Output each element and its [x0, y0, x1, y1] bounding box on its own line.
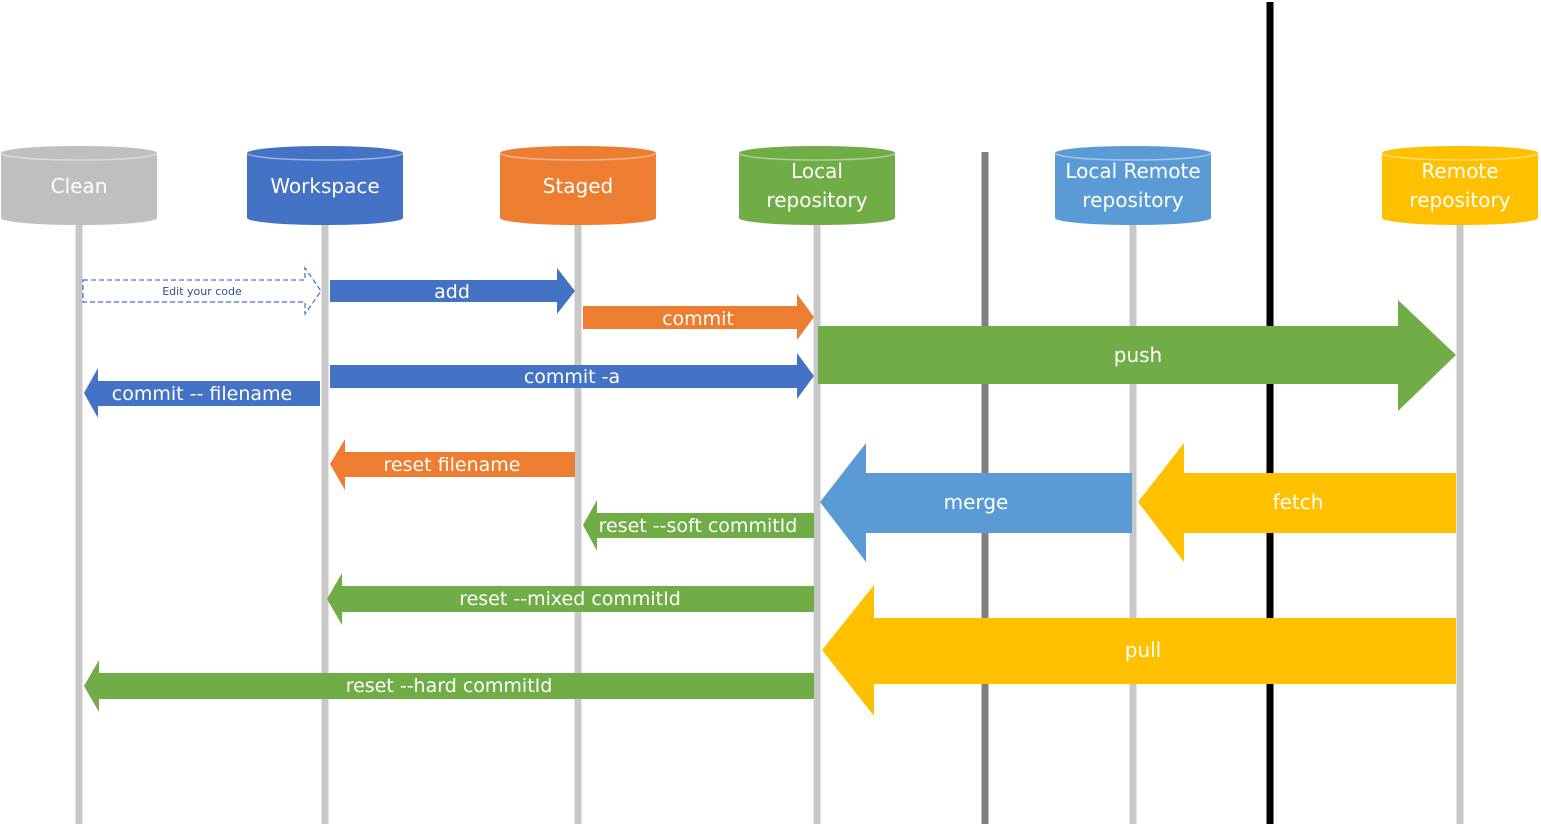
- staged-label: Staged: [543, 174, 614, 198]
- store-clean: Clean: [0, 146, 158, 225]
- local-repository-cylinder: [739, 146, 895, 225]
- fetch-arrow-shape: [1138, 443, 1456, 562]
- workspace-label: Workspace: [270, 174, 379, 198]
- reset-soft-arrow-label: reset --soft commitId: [599, 515, 798, 537]
- reset-filename-arrow-shape: [330, 439, 575, 490]
- commit-arrow-label: commit: [662, 308, 734, 330]
- add-arrow: add: [330, 268, 575, 314]
- lifelines: [75, 2, 1464, 824]
- add-arrow-shape: [330, 268, 575, 314]
- reset-filename-arrow: reset filename: [330, 439, 575, 490]
- store-local-repository: Local repository: [738, 146, 896, 225]
- commit-filename-arrow: commit -- filename: [84, 368, 320, 418]
- pull-arrow: pull: [822, 585, 1456, 716]
- reset-soft-arrow-shape: [583, 500, 814, 551]
- clean-cylinder-rim: [0, 152, 158, 161]
- commit-arrow-shape: [583, 294, 814, 340]
- push-arrow-label: push: [1114, 343, 1162, 367]
- merge-arrow: merge: [820, 443, 1132, 562]
- edit-arrow-shape: [82, 266, 322, 316]
- push-arrow: push: [818, 300, 1456, 411]
- pull-arrow-label: pull: [1125, 638, 1161, 662]
- commit-a-arrow-label: commit -a: [524, 366, 620, 388]
- reset-hard-arrow-label: reset --hard commitId: [346, 675, 553, 697]
- commit-filename-arrow-label: commit -- filename: [112, 383, 292, 405]
- reset-hard-arrow: reset --hard commitId: [84, 660, 814, 712]
- reset-mixed-arrow-label: reset --mixed commitId: [459, 588, 681, 610]
- edit-arrow-label: Edit your code: [162, 285, 242, 298]
- store-staged: Staged: [499, 146, 657, 225]
- remote-repository-cylinder: [1382, 146, 1538, 225]
- local-remote-repository-label-line1: Local Remote: [1065, 159, 1200, 183]
- local-repository-cylinder-rim: [738, 152, 896, 161]
- reset-soft-arrow: reset --soft commitId: [583, 500, 814, 551]
- clean-label: Clean: [51, 174, 108, 198]
- merge-arrow-shape: [820, 443, 1132, 562]
- reset-filename-arrow-label: reset filename: [384, 454, 521, 476]
- commit-a-arrow: commit -a: [330, 353, 814, 399]
- edit-arrow: Edit your code: [82, 266, 322, 316]
- remote-repository-cylinder-rim: [1381, 152, 1539, 161]
- store-local-remote-repository: Local Remote repository: [1054, 146, 1212, 225]
- local-repository-label-line2: repository: [766, 188, 867, 212]
- fetch-arrow-label: fetch: [1273, 490, 1324, 514]
- workspace-cylinder-rim: [246, 152, 404, 161]
- local-remote-repository-cylinder-rim: [1054, 152, 1212, 161]
- workspace-cylinder: [247, 146, 403, 225]
- local-repository-label-line1: Local: [791, 159, 843, 183]
- reset-mixed-arrow-shape: [327, 573, 814, 625]
- local-remote-repository-label-line2: repository: [1082, 188, 1183, 212]
- commit-filename-arrow-shape: [84, 368, 320, 418]
- store-workspace: Workspace: [246, 146, 404, 225]
- reset-hard-arrow-shape: [84, 660, 814, 712]
- remote-repository-label-line2: repository: [1409, 188, 1510, 212]
- add-arrow-label: add: [434, 281, 470, 303]
- commit-arrow: commit: [583, 294, 814, 340]
- fetch-arrow: fetch: [1138, 443, 1456, 562]
- staged-cylinder: [500, 146, 656, 225]
- pull-arrow-shape: [822, 585, 1456, 716]
- clean-cylinder: [1, 146, 157, 225]
- reset-mixed-arrow: reset --mixed commitId: [327, 573, 814, 625]
- commit-a-arrow-shape: [330, 353, 814, 399]
- local-remote-repository-cylinder: [1055, 146, 1211, 225]
- merge-arrow-label: merge: [944, 490, 1009, 514]
- remote-repository-label-line1: Remote: [1421, 159, 1498, 183]
- staged-cylinder-rim: [499, 152, 657, 161]
- store-remote-repository: Remote repository: [1381, 146, 1539, 225]
- push-arrow-shape: [818, 300, 1456, 411]
